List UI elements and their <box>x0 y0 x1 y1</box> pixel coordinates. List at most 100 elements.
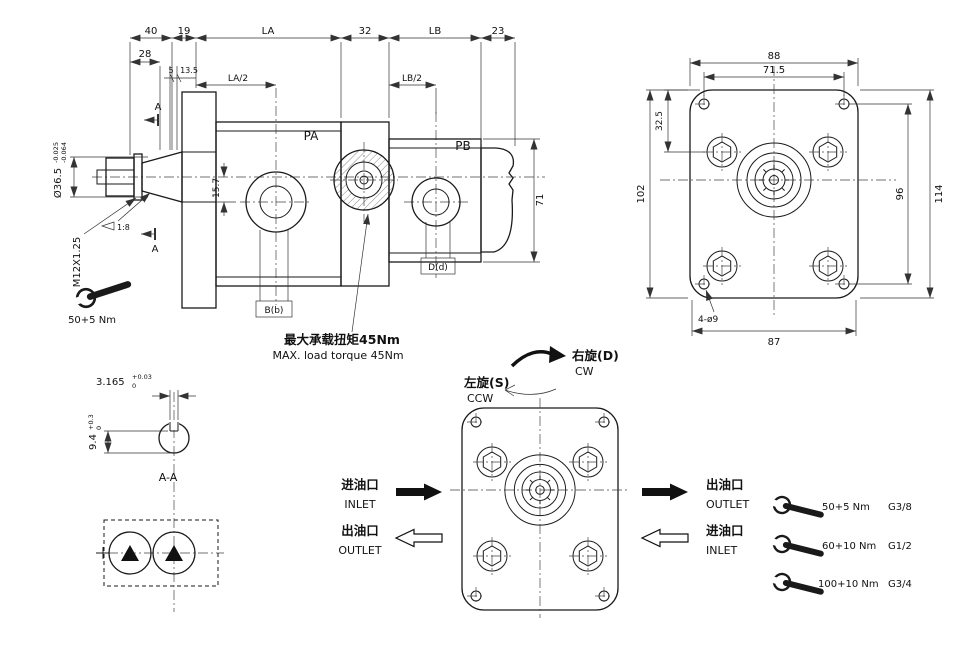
right-inlet: 进油口 INLET <box>641 523 744 557</box>
dim-40: 40 <box>145 26 158 37</box>
plug <box>472 442 512 482</box>
bolt-hole <box>466 412 486 432</box>
outlet-arrow-icon <box>642 483 688 501</box>
dim-5: 5 <box>168 66 173 75</box>
mounting-flange <box>181 91 217 309</box>
wrench-icon <box>768 533 822 561</box>
left-outlet-cn: 出油口 <box>341 523 379 538</box>
shaft-dia-label: Ø36.5 <box>52 168 64 198</box>
left-inlet: 进油口 INLET <box>341 477 442 511</box>
torque-spec-row: 50+5 Nm G3/8 <box>768 494 912 522</box>
callout-dd: D(d) <box>420 222 456 275</box>
side-view: 40 19 LA 32 LB 23 28 5 13.5 LA/2 LB/2 PA… <box>52 26 546 362</box>
thread-size: G3/8 <box>888 502 912 513</box>
right-inlet-en: INLET <box>706 544 738 557</box>
max-torque-note: 最大承载扭矩45Nm MAX. load torque 45Nm <box>272 213 404 362</box>
end-cover <box>480 147 515 253</box>
shaft-torque-label: 50+5 Nm <box>68 315 116 326</box>
ccw-arrow-icon <box>504 384 557 397</box>
callout-bb-label: B(b) <box>265 306 284 316</box>
cw-rotation: 右旋(D) CW <box>510 346 619 378</box>
taper-label: 1:8 <box>117 223 130 232</box>
inlet-arrow-icon <box>396 483 442 501</box>
torque-value: 50+5 Nm <box>822 502 870 513</box>
ccw-rotation: 左旋(S) CCW <box>463 375 557 405</box>
section-a-top: A <box>155 102 162 113</box>
front-view-dimensions: 88 71.5 32.5 102 96 114 4-ø9 87 <box>636 51 945 348</box>
dim-71: 71 <box>483 138 546 263</box>
left-outlet-en: OUTLET <box>338 544 382 557</box>
dim-87: 87 <box>768 337 781 348</box>
port-pb <box>411 177 461 227</box>
wrench-icon <box>768 494 822 522</box>
port-pa-label: PA <box>304 129 319 143</box>
dim-la2: LA/2 <box>228 74 248 84</box>
key-height-tol-lo: 0 <box>95 426 103 430</box>
dim-88: 88 <box>768 51 781 62</box>
torque-spec-list: 50+5 Nm G3/8 60+10 Nm G1/2 100+10 Nm G3/… <box>768 494 912 599</box>
cw-label-en: CW <box>575 365 594 378</box>
bolt-hole <box>594 412 614 432</box>
section-a-bottom: A <box>152 244 159 255</box>
thread-note: M12X1.25 <box>72 197 137 287</box>
bolt-hole <box>594 586 614 606</box>
gear-triangle <box>165 545 183 561</box>
key-width-tol-lo: 0 <box>132 382 136 390</box>
port-pb-label: PB <box>455 139 470 153</box>
body-section-la <box>215 121 342 287</box>
key-height-dim: 9.4 +0.3 0 <box>87 414 172 454</box>
right-outlet-en: OUTLET <box>706 498 750 511</box>
bolt-hole <box>694 94 714 114</box>
bolt-hole <box>694 274 714 294</box>
torque-spec-row: 60+10 Nm G1/2 <box>768 533 912 561</box>
left-inlet-cn: 进油口 <box>341 477 379 492</box>
ccw-label-cn: 左旋(S) <box>463 375 509 390</box>
section-marks: A A <box>141 102 162 255</box>
plug-top-right <box>808 132 848 172</box>
dim-114: 114 <box>934 184 945 203</box>
thread-label: M12X1.25 <box>72 237 83 287</box>
dim-102: 102 <box>636 184 647 203</box>
dim-lb: LB <box>429 26 442 37</box>
torque-value: 100+10 Nm <box>818 579 879 590</box>
plug <box>568 536 608 576</box>
left-outlet: 出油口 OUTLET <box>338 523 443 557</box>
plug-bottom-left <box>702 246 742 286</box>
dim-71-label: 71 <box>535 194 546 207</box>
dim-15-7: 15.7 <box>212 163 236 216</box>
port-pa <box>245 171 307 233</box>
coupling-section <box>333 149 395 211</box>
torque-spec-row: 100+10 Nm G3/4 <box>768 571 912 599</box>
rotation-view: 右旋(D) CW 左旋(S) CCW 进油口 INLET 出油口 OUTLET … <box>338 346 750 618</box>
dim-96: 96 <box>895 188 906 201</box>
shaft-tol-hi: -0.025 <box>52 142 60 163</box>
dim-shaft-dia: Ø36.5 -0.025 -0.064 <box>52 142 148 198</box>
dim-15-7-label: 15.7 <box>212 178 222 198</box>
ccw-label-en: CCW <box>467 392 493 405</box>
dim-71-5: 71.5 <box>763 65 785 76</box>
wrench-icon <box>768 571 822 599</box>
key-height-tol-hi: +0.3 <box>87 414 95 430</box>
shaft-wrench: 50+5 Nm <box>68 276 131 326</box>
dimension-row-sub: 28 5 13.5 LA/2 LB/2 <box>130 49 437 150</box>
body-section-lb <box>388 138 482 263</box>
dim-28: 28 <box>139 49 152 60</box>
section-aa-label: A-A <box>159 471 178 484</box>
dim-lb2: LB/2 <box>402 74 422 84</box>
taper-note: 1:8 <box>100 192 151 232</box>
gear-triangle <box>121 545 139 561</box>
cw-label-cn: 右旋(D) <box>571 348 619 363</box>
dim-32-5: 32.5 <box>655 111 665 131</box>
gear-pair-schematic <box>96 519 219 587</box>
thread-size: G3/4 <box>888 579 912 590</box>
plug <box>472 536 512 576</box>
dim-32: 32 <box>359 26 372 37</box>
torque-value: 60+10 Nm <box>822 541 876 552</box>
bolt-hole <box>466 586 486 606</box>
max-torque-en: MAX. load torque 45Nm <box>272 349 403 362</box>
dim-4-o9: 4-ø9 <box>698 315 718 325</box>
cw-arrow-icon <box>549 346 566 363</box>
inlet-arrow-icon <box>641 528 689 548</box>
